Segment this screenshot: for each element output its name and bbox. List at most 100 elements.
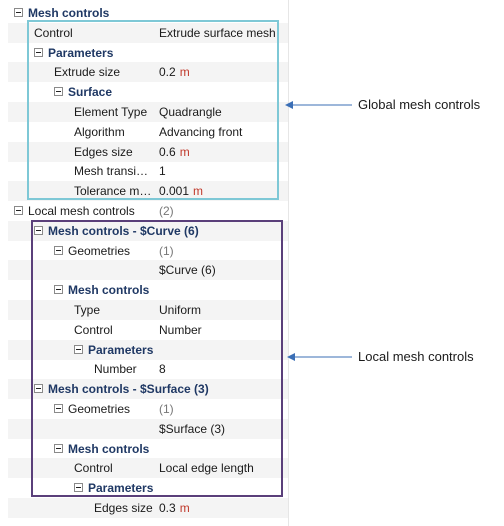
- tree-row-label: Edges size: [74, 145, 133, 159]
- value-text: 1: [159, 164, 166, 178]
- collapse-toggle-icon[interactable]: [54, 87, 63, 96]
- value-text: 0.6: [159, 145, 176, 159]
- value-text: 0.001: [159, 184, 190, 198]
- tree-row-geometries-2[interactable]: Geometries (1): [8, 399, 288, 419]
- tree-row-label: Algorithm: [74, 125, 125, 139]
- value-text: Quadrangle: [159, 105, 222, 119]
- tree-row-label: Local mesh controls: [28, 204, 135, 218]
- unit-label: m: [193, 184, 204, 198]
- collapse-toggle-icon[interactable]: [74, 483, 83, 492]
- tree-row-element-type[interactable]: Element Type Quadrangle: [8, 102, 288, 122]
- tree-row-label: Surface: [68, 85, 113, 99]
- tree-row-label: Geometries: [68, 244, 131, 258]
- collapse-toggle-icon[interactable]: [14, 206, 23, 215]
- tree-row-control-2[interactable]: Control Number: [8, 320, 288, 340]
- tree-row-value[interactable]: 8: [159, 359, 166, 379]
- tree-row-value[interactable]: Quadrangle: [159, 102, 222, 122]
- collapse-toggle-icon[interactable]: [54, 246, 63, 255]
- global-mesh-controls-highlight: [27, 20, 279, 200]
- tree-row-label: Mesh controls: [68, 283, 150, 297]
- tree-row-label: Control: [34, 26, 73, 40]
- tree-row-label: Mesh controls: [28, 6, 110, 20]
- tree-row-value[interactable]: $Surface (3): [159, 419, 225, 439]
- unit-label: m: [179, 501, 190, 515]
- tree-row-value[interactable]: $Curve (6): [159, 260, 216, 280]
- tree-row-type[interactable]: Type Uniform: [8, 300, 288, 320]
- tree-row-value[interactable]: 1: [159, 161, 166, 181]
- tree-row-label: Parameters: [88, 481, 154, 495]
- tree-row-mc-surface[interactable]: Mesh controls - $Surface (3): [8, 379, 288, 399]
- tree-row-curve-item[interactable]: $Curve (6): [8, 260, 288, 280]
- collapse-toggle-icon[interactable]: [34, 384, 43, 393]
- value-text: Local edge length: [159, 461, 254, 475]
- tree-row-value[interactable]: Local edge length: [159, 458, 254, 478]
- tree-row-value[interactable]: Number: [159, 320, 202, 340]
- local-mesh-controls-highlight: [31, 220, 283, 497]
- collapse-toggle-icon[interactable]: [54, 444, 63, 453]
- tree-row-label: Control: [74, 323, 113, 337]
- tree-row-mesh-controls-2[interactable]: Mesh controls: [8, 439, 288, 459]
- tree-row-label: Extrude size: [54, 65, 121, 79]
- tree-row-label: Mesh controls - $Curve (6): [48, 224, 199, 238]
- value-text: $Curve (6): [159, 263, 216, 277]
- tree-row-mc-curve[interactable]: Mesh controls - $Curve (6): [8, 221, 288, 241]
- tree-row-count: (2): [159, 204, 174, 218]
- collapse-toggle-icon[interactable]: [34, 226, 43, 235]
- value-text: 0.3: [159, 501, 176, 515]
- tree-row-algorithm[interactable]: Algorithm Advancing front: [8, 122, 288, 142]
- tree-row-value[interactable]: Uniform: [159, 300, 201, 320]
- tree-row-mesh-controls-header[interactable]: Mesh controls: [8, 3, 288, 23]
- local-mesh-controls-annotation: Local mesh controls: [358, 349, 474, 364]
- tree-row-label: Mesh controls - $Surface (3): [48, 382, 209, 396]
- tree-row-label: Parameters: [88, 343, 154, 357]
- tree-row-number[interactable]: Number 8: [8, 359, 288, 379]
- collapse-toggle-icon[interactable]: [74, 345, 83, 354]
- tree-row-control-3[interactable]: Control Local edge length: [8, 458, 288, 478]
- tree-row-label: Element Type: [74, 105, 148, 119]
- tree-row-parameters-2[interactable]: Parameters: [8, 340, 288, 360]
- global-arrow-head: [285, 101, 293, 109]
- collapse-toggle-icon[interactable]: [34, 48, 43, 57]
- tree-row-local-mesh-controls[interactable]: Local mesh controls (2): [8, 201, 288, 221]
- local-arrow-head: [287, 353, 295, 361]
- tree-row-geometries-1[interactable]: Geometries(1): [8, 241, 288, 261]
- tree-row-label: Control: [74, 461, 113, 475]
- collapse-toggle-icon[interactable]: [54, 285, 63, 294]
- tree-row-label: Number: [94, 362, 137, 376]
- value-text: Advancing front: [159, 125, 243, 139]
- tree-row-control[interactable]: Control Extrude surface mesh: [8, 23, 288, 43]
- tree-row-surface[interactable]: Surface: [8, 82, 288, 102]
- tree-row-mesh-controls-1[interactable]: Mesh controls: [8, 280, 288, 300]
- tree-row-value[interactable]: Advancing front: [159, 122, 242, 142]
- value-text: Extrude surface mesh: [159, 26, 276, 40]
- value-text: 0.2: [159, 65, 176, 79]
- tree-row-label: Tolerance m…: [74, 184, 152, 198]
- global-mesh-controls-annotation: Global mesh controls: [358, 97, 481, 112]
- unit-label: m: [179, 145, 190, 159]
- tree-row-label: Type: [74, 303, 101, 317]
- tree-row-surface-item[interactable]: $Surface (3): [8, 419, 288, 439]
- tree-row-parameters-3[interactable]: Parameters: [8, 478, 288, 498]
- value-text: Uniform: [159, 303, 202, 317]
- value-text: Number: [159, 323, 202, 337]
- tree-row-label: Geometries: [68, 402, 131, 416]
- collapse-toggle-icon[interactable]: [54, 404, 63, 413]
- tree-row-parameters[interactable]: Parameters: [8, 43, 288, 63]
- tree-row-count: (1): [159, 402, 174, 416]
- tree-row-value[interactable]: Extrude surface mesh: [159, 23, 276, 43]
- tree-row-label: Edges size: [94, 501, 153, 515]
- tree-row-mesh-transition[interactable]: Mesh transi…1: [8, 161, 288, 181]
- tree-row-label: Mesh controls: [68, 442, 150, 456]
- collapse-toggle-icon[interactable]: [14, 8, 23, 17]
- tree-row-label: Parameters: [48, 46, 114, 60]
